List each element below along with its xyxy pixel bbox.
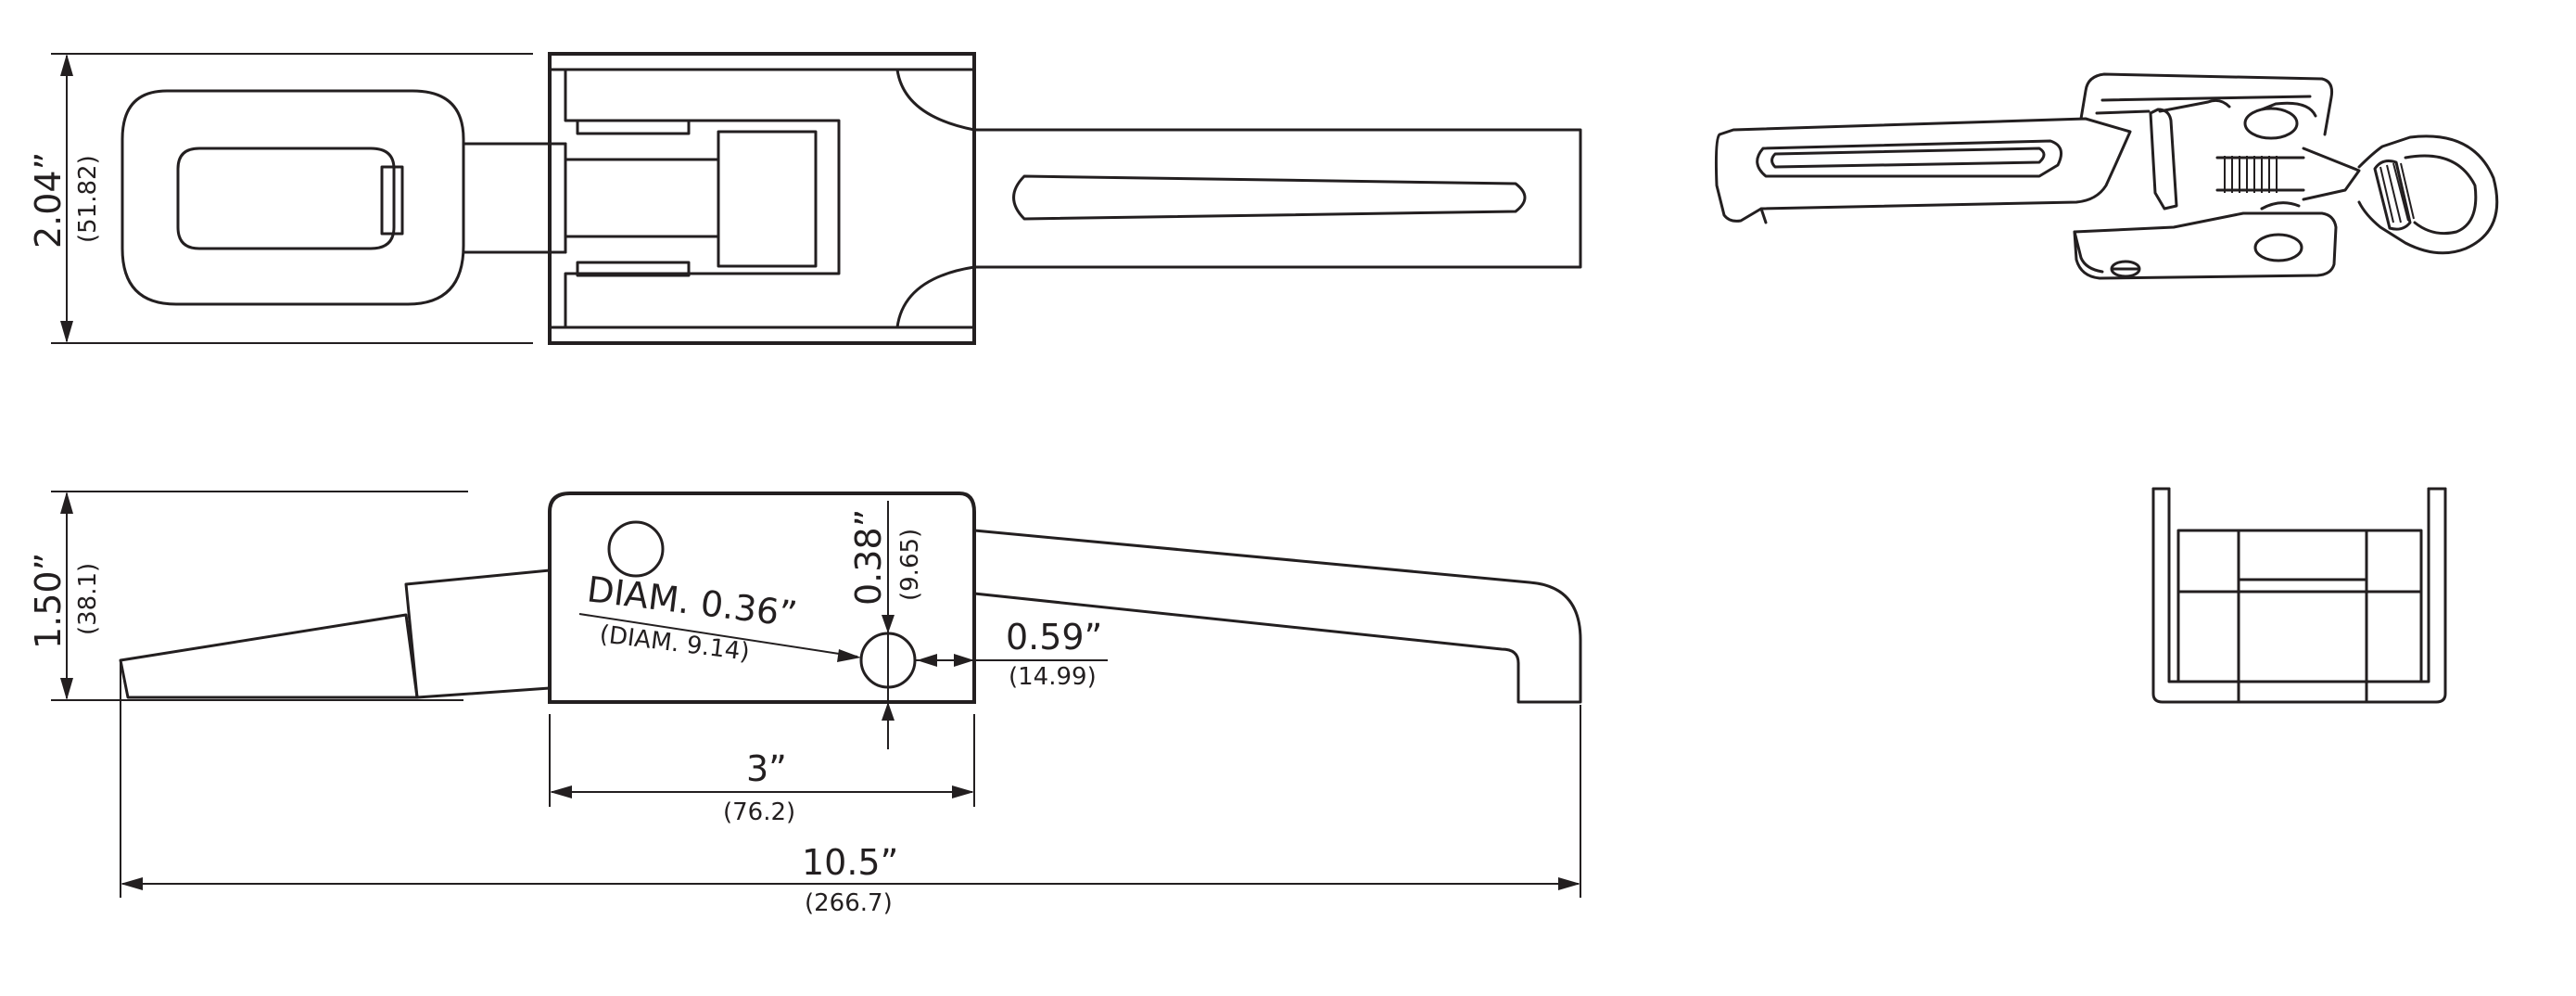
top-view: 2.04” (51.82) [28, 52, 1582, 345]
dimension-top-height: 2.04” (51.82) [28, 54, 102, 343]
side-height-imperial-label: 1.50” [28, 553, 69, 649]
top-height-imperial-label: 2.04” [28, 152, 69, 249]
keeper-loop-iso [2357, 134, 2499, 255]
mounting-hole-top [607, 520, 665, 578]
handle-side [972, 529, 1582, 704]
dimension-hole-offset: 0.38” (9.65) [848, 501, 924, 749]
spring-coil [2215, 147, 2361, 201]
keeper-side [119, 568, 552, 699]
dimension-hole-diameter: DIAM. 0.36” (DIAM. 9.14) [578, 568, 861, 667]
hole-edge-metric-label: (14.99) [1009, 663, 1097, 691]
body-length-metric-label: (76.2) [723, 798, 795, 826]
latch-body-top [548, 52, 976, 345]
overall-length-metric-label: (266.7) [805, 889, 893, 917]
isometric-view [1714, 72, 2499, 280]
dimension-hole-edge: 0.59” (14.99) [916, 617, 1108, 691]
hole-offset-imperial-label: 0.38” [848, 509, 889, 606]
hole-offset-metric-label: (9.65) [896, 529, 924, 601]
overall-length-imperial-label: 10.5” [802, 842, 898, 883]
body-length-imperial-label: 3” [746, 748, 787, 789]
side-view: 1.50” (38.1) 0.38” (9.65) DIAM. 0.36” (D… [28, 491, 1582, 917]
hole-edge-imperial-label: 0.59” [1006, 617, 1102, 658]
dimension-side-height: 1.50” (38.1) [28, 492, 102, 700]
end-view [2151, 487, 2447, 704]
side-height-metric-label: (38.1) [74, 563, 102, 635]
keeper-loop-top [121, 89, 567, 306]
hole-diameter-metric-label: (DIAM. 9.14) [598, 620, 751, 667]
dimension-overall-length: 10.5” (266.7) [120, 660, 1581, 917]
dimension-body-length: 3” (76.2) [549, 714, 975, 826]
top-height-metric-label: (51.82) [74, 155, 102, 243]
handle-top [972, 128, 1582, 269]
